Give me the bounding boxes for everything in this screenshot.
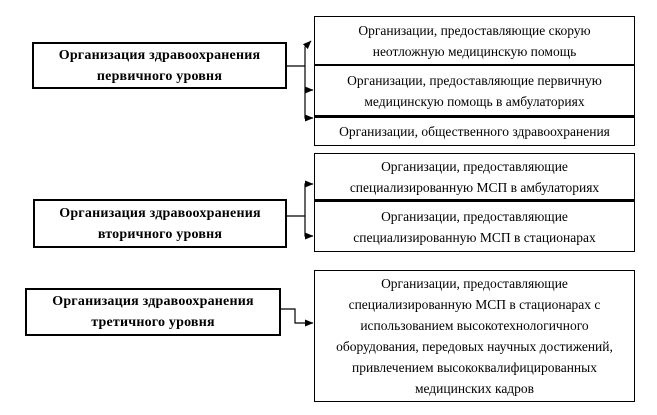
primary-level-source-box: Организация здравоохранения первичного у… [32, 42, 287, 89]
secondary-level-source-box: Организация здравоохранения вторичного у… [33, 199, 287, 248]
target-box-emergency-care: Организации, предоставляющие скорую неот… [314, 16, 635, 65]
target-box-specialized-msp-hightech: Организации, предоставляющие специализир… [314, 270, 635, 402]
connector-secondary-to-msp-inpatient-arrow [304, 216, 314, 240]
connector-secondary-to-msp-ambulatory-arrow [304, 180, 314, 216]
connector-primary-to-emergency-arrow [302, 40, 312, 66]
connector-primary-to-public-health-arrow [304, 90, 314, 122]
target-box-public-health: Организации, общественного здравоохранен… [314, 116, 635, 146]
tertiary-level-source-box: Организация здравоохранения третичного у… [25, 288, 281, 336]
connector-tertiary-to-msp-hightech-arrow [281, 308, 314, 327]
target-box-specialized-msp-ambulatory: Организации, предоставляющие специализир… [314, 153, 635, 200]
connector-primary-to-ambulatory-arrow [304, 66, 314, 94]
target-box-specialized-msp-inpatient: Организации, предоставляющие специализир… [314, 200, 635, 252]
target-box-primary-ambulatory-care: Организации, предоставляющие первичную м… [314, 65, 635, 116]
